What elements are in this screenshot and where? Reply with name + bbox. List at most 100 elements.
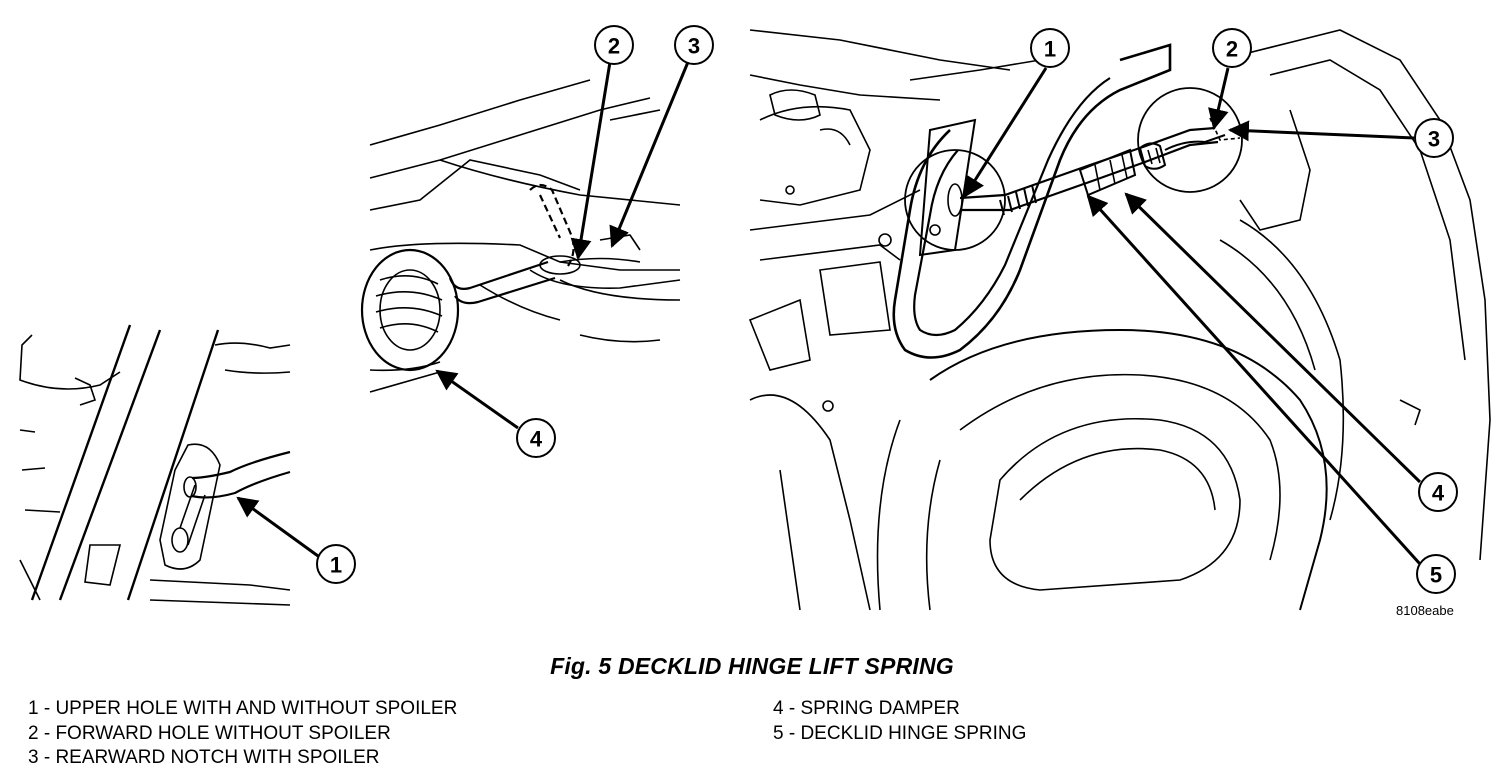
left-panel-notch — [74, 377, 97, 406]
mid-callout-2-label: 2 — [608, 34, 620, 59]
mid-notch-edge — [599, 234, 641, 251]
body-recess — [759, 105, 871, 206]
hidden-hook-path — [529, 183, 575, 267]
lower-tub-outline — [929, 328, 1328, 611]
spring-rod-upper — [959, 126, 1216, 200]
right-callout-1-leader — [963, 67, 1048, 198]
right-callout-1-label: 1 — [1044, 37, 1056, 62]
mid-callout-3: 3 — [609, 25, 714, 248]
illustration-svg: 1 2 3 — [19, 25, 1491, 611]
bracket-plate — [159, 443, 221, 570]
hinge-arm-right-edge — [58, 329, 162, 601]
body-right-block — [1239, 109, 1311, 231]
legend-item: 4 - SPRING DAMPER — [773, 698, 960, 719]
legend-item: 2 - FORWARD HOLE WITHOUT SPOILER — [28, 722, 391, 744]
hinge-arm-left-edge — [30, 324, 132, 601]
hinge-arm-inner — [913, 77, 1111, 337]
mid-callout-3-circle — [674, 25, 714, 65]
body-left-bracket — [819, 261, 891, 336]
hinge-arm-outer — [892, 43, 1172, 359]
left-hatching — [19, 429, 61, 513]
legend-item: 1 - UPPER HOLE WITH AND WITHOUT SPOILER — [28, 698, 458, 719]
upper-hole — [947, 183, 963, 217]
mid-lower-curve-2 — [559, 279, 681, 301]
mid-callout-2-circle — [594, 25, 634, 65]
legend-item: 3 - REARWARD NOTCH WITH SPOILER — [28, 747, 380, 768]
figure-caption: Fig. 5 DECKLID HINGE LIFT SPRING — [550, 653, 954, 679]
body-bolt-3 — [878, 233, 892, 247]
mid-floor-line — [479, 284, 561, 321]
right-callout-3-leader — [1227, 120, 1415, 142]
left-lower-lines — [149, 579, 291, 606]
body-right-inner — [1269, 59, 1466, 361]
legend-item: 5 - DECKLID HINGE SPRING — [773, 722, 1027, 744]
spring-coil-inner — [379, 269, 441, 351]
body-left-contour-2 — [779, 469, 801, 611]
lower-tub-inner — [959, 373, 1281, 561]
left-lower-curve — [19, 559, 41, 601]
middle-detail-view — [360, 79, 681, 393]
body-top-ridge — [909, 59, 1041, 81]
mid-callout-2: 2 — [570, 25, 634, 261]
mid-callout-3-label: 3 — [688, 34, 700, 59]
right-main-view — [748, 29, 1491, 611]
right-callout-2-label: 2 — [1226, 37, 1238, 62]
left-detail-view — [19, 324, 291, 606]
spring-damper — [1078, 148, 1137, 197]
left-callout-1-label: 1 — [330, 553, 342, 578]
rod-end — [183, 476, 197, 498]
right-callout-5-circle — [1416, 554, 1456, 594]
right-callout-4-leader — [1124, 192, 1422, 484]
mid-callout-4-leader — [435, 369, 519, 430]
spring-damper-ribs — [1094, 154, 1128, 191]
right-speaker-outline — [1239, 219, 1345, 521]
legend-left-column: 1 - UPPER HOLE WITH AND WITHOUT SPOILER … — [28, 697, 457, 771]
hidden-hook-path-2 — [539, 194, 561, 239]
body-shelf-line-2 — [759, 244, 901, 261]
figure-code: 8108eabe — [1396, 603, 1454, 618]
body-right-hook — [1399, 399, 1421, 426]
right-callout-3: 3 — [1227, 118, 1454, 158]
left-panel-edge — [19, 334, 121, 390]
right-callout-1: 1 — [963, 28, 1070, 198]
spring-coil-end-turns — [1147, 147, 1161, 165]
spring-coil-outer — [360, 248, 460, 372]
lower-tub-pocket — [989, 417, 1241, 591]
body-top-edge-2 — [749, 74, 941, 101]
right-callout-5-label: 5 — [1430, 563, 1442, 588]
right-callout-4: 4 — [1124, 192, 1458, 512]
mid-panel-line — [439, 159, 681, 206]
right-callout-2: 2 — [1208, 28, 1252, 131]
right-callout-5: 5 — [1086, 194, 1456, 594]
mid-lower-ridge — [369, 242, 680, 271]
spring-coil-end — [1138, 142, 1167, 170]
mid-top-short — [609, 109, 661, 121]
mid-callout-4-label: 4 — [530, 427, 543, 452]
lower-left-contour-2 — [925, 459, 941, 611]
bracket-bolt — [929, 224, 941, 236]
spring-coils-left — [999, 184, 1037, 216]
mid-bottom-edge — [369, 371, 441, 393]
body-vent — [769, 89, 821, 121]
spring-hook — [1164, 134, 1226, 151]
mid-floor-line-2 — [579, 334, 661, 343]
mid-callout-4-circle — [516, 418, 556, 458]
hinge-mount-bracket — [918, 118, 977, 257]
right-callout-3-circle — [1414, 118, 1454, 158]
left-callout-1: 1 — [236, 496, 356, 584]
left-body-line-2 — [224, 369, 291, 374]
right-callout-2-leader — [1208, 67, 1230, 131]
lower-hole — [171, 527, 189, 553]
slot-outline — [179, 484, 206, 546]
detail-circle-upper-hole — [904, 149, 1006, 251]
mid-ridge-detail — [559, 257, 641, 263]
mid-top-edge-2 — [369, 97, 651, 179]
mid-top-edge — [369, 79, 591, 146]
left-small-panel — [84, 544, 122, 586]
right-callout-3-label: 3 — [1428, 127, 1440, 152]
right-callout-4-label: 4 — [1432, 481, 1445, 506]
body-shelf-line — [749, 189, 921, 231]
lower-left-contour — [876, 419, 901, 611]
right-speaker-inner — [1219, 239, 1316, 371]
spring-coil-turns — [375, 275, 443, 333]
